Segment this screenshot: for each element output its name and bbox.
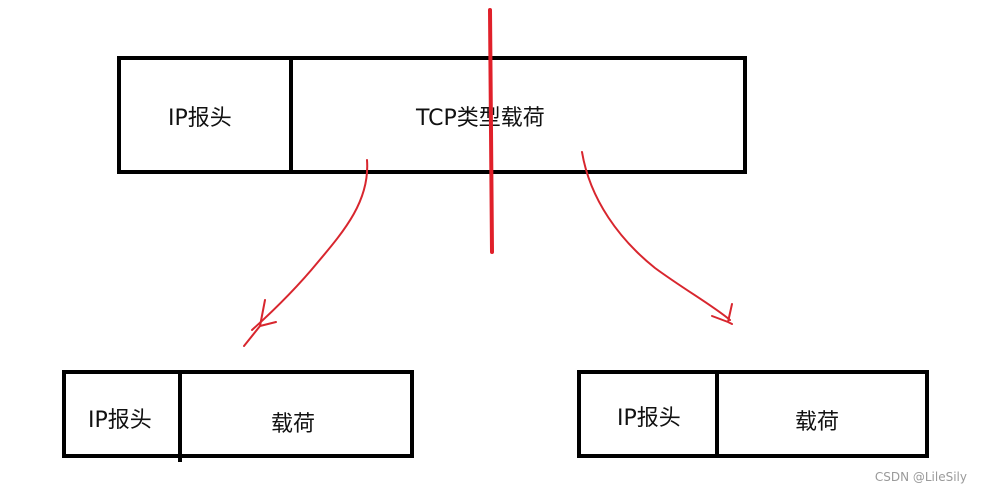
right-packet-payload-label: 载荷 — [795, 410, 840, 435]
left-arrowhead — [243, 299, 277, 347]
left-packet-divider — [178, 370, 182, 462]
right-packet-divider — [715, 370, 719, 458]
top-packet-payload-label: TCP类型载荷 — [416, 106, 545, 131]
watermark: CSDN @LileSily — [874, 470, 967, 484]
left-packet-header-label: IP报头 — [88, 408, 152, 433]
top-packet-header-label: IP报头 — [168, 106, 232, 131]
top-packet-divider — [289, 56, 293, 174]
split-line — [488, 8, 494, 254]
left-packet — [62, 370, 414, 458]
top-packet — [117, 56, 747, 174]
left-arrow — [251, 159, 369, 331]
right-packet-header-label: IP报头 — [617, 406, 681, 431]
right-arrowhead — [711, 303, 733, 325]
right-arrow — [581, 151, 731, 321]
right-packet — [577, 370, 929, 458]
left-packet-payload-label: 载荷 — [271, 412, 316, 437]
